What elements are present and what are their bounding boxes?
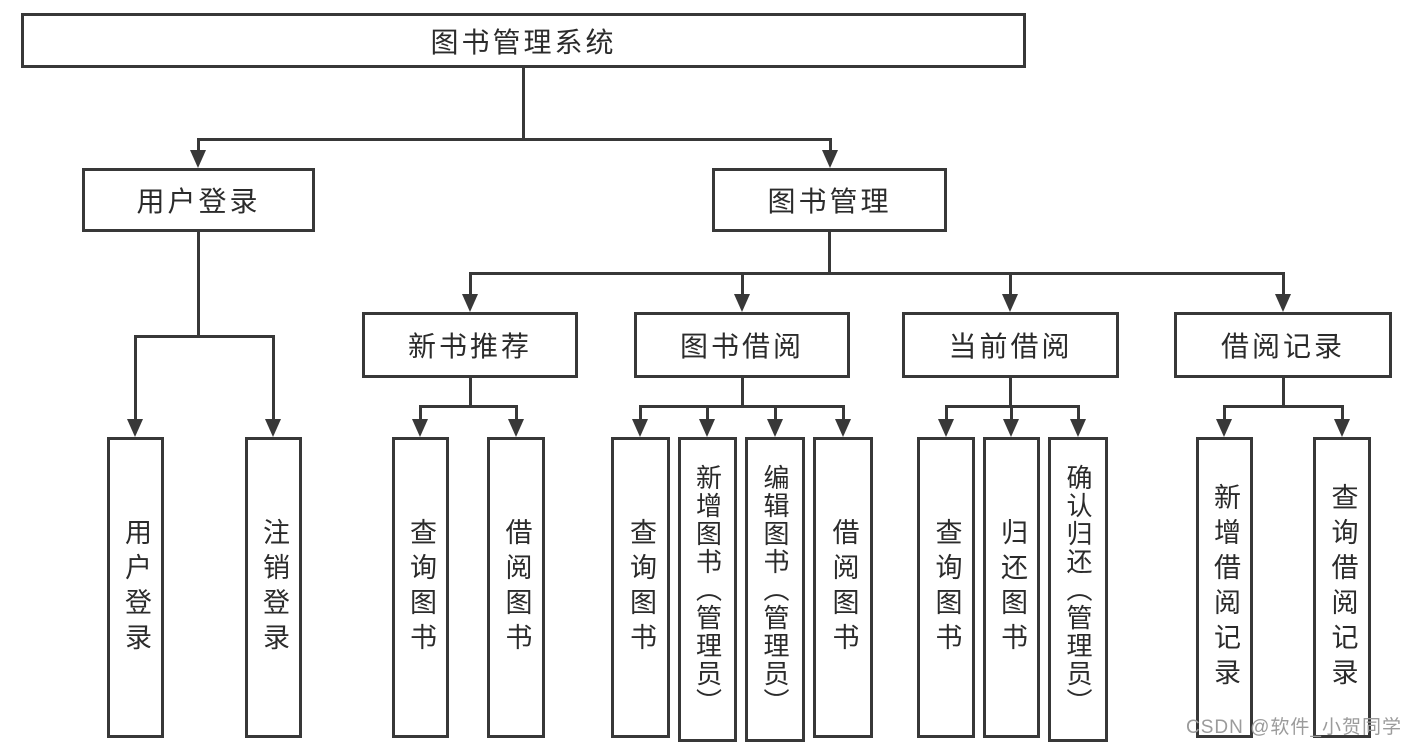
connector-line: [469, 272, 472, 296]
connector-line: [741, 378, 744, 405]
arrow-down-icon: [190, 150, 206, 168]
connector-line: [197, 138, 831, 141]
arrow-down-icon: [632, 419, 648, 437]
arrow-down-icon: [1070, 419, 1086, 437]
node-current-borrowing: 当前借阅: [902, 312, 1119, 378]
leaf-user-login-label: 用户登录: [121, 517, 151, 658]
leaf-logout-label: 注销登录: [259, 517, 289, 658]
leaf-add-borrow-record: 新增借阅记录: [1196, 437, 1253, 738]
node-new-book-recommendation-label: 新书推荐: [407, 331, 532, 362]
connector-line: [515, 405, 518, 420]
leaf-confirm-return-admin: 确认归还（管理员）: [1048, 437, 1108, 742]
connector-line: [419, 405, 422, 420]
arrow-down-icon: [1275, 294, 1291, 312]
leaf-return-books-label: 归还图书: [997, 517, 1027, 658]
leaf-confirm-return-admin-label: 确认归还（管理员）: [1063, 463, 1093, 716]
node-root-system: 图书管理系统: [21, 13, 1026, 68]
connector-line: [1010, 405, 1013, 420]
csdn-watermark: CSDN @软件_小贺同学: [1186, 717, 1402, 738]
arrow-down-icon: [938, 419, 954, 437]
leaf-query-books-current-label: 查询图书: [931, 517, 962, 658]
node-new-book-recommendation: 新书推荐: [362, 312, 578, 378]
leaf-query-books-recommend-label: 查询图书: [406, 517, 436, 658]
connector-line: [1009, 378, 1012, 405]
leaf-query-books-current: 查询图书: [917, 437, 975, 738]
node-borrowing-records-label: 借阅记录: [1220, 331, 1345, 362]
connector-line: [1223, 405, 1226, 420]
leaf-borrow-books-borrowing-label: 借阅图书: [828, 517, 859, 658]
connector-line: [272, 335, 275, 420]
node-book-borrowing: 图书借阅: [634, 312, 850, 378]
node-book-management-label: 图书管理: [767, 186, 892, 217]
leaf-query-books-borrowing: 查询图书: [611, 437, 670, 738]
arrow-down-icon: [265, 419, 281, 437]
leaf-borrow-books-recommend: 借阅图书: [487, 437, 545, 738]
leaf-logout: 注销登录: [245, 437, 302, 738]
connector-line: [1009, 272, 1012, 296]
leaf-edit-books-admin-label: 编辑图书（管理员）: [760, 463, 790, 716]
leaf-return-books: 归还图书: [983, 437, 1040, 738]
arrow-down-icon: [734, 294, 750, 312]
node-user-login-label: 用户登录: [136, 186, 261, 217]
node-book-borrowing-label: 图书借阅: [679, 331, 804, 362]
connector-line: [741, 272, 744, 296]
connector-line: [197, 232, 200, 335]
connector-line: [639, 405, 642, 420]
node-current-borrowing-label: 当前借阅: [948, 331, 1073, 362]
arrow-down-icon: [1334, 419, 1350, 437]
arrow-down-icon: [462, 294, 478, 312]
connector-line: [134, 335, 137, 420]
arrow-down-icon: [508, 419, 524, 437]
connector-line: [774, 405, 777, 420]
connector-line: [945, 405, 948, 420]
leaf-borrow-books-recommend-label: 借阅图书: [501, 517, 532, 658]
node-borrowing-records: 借阅记录: [1174, 312, 1392, 378]
arrow-down-icon: [835, 419, 851, 437]
arrow-down-icon: [767, 419, 783, 437]
arrow-down-icon: [1216, 419, 1232, 437]
node-user-login: 用户登录: [82, 168, 315, 232]
connector-line: [522, 68, 525, 138]
arrow-down-icon: [822, 150, 838, 168]
connector-line: [419, 405, 518, 408]
leaf-add-books-admin-label: 新增图书（管理员）: [692, 463, 723, 716]
node-root-label: 图书管理系统: [430, 26, 617, 58]
arrow-down-icon: [127, 419, 143, 437]
leaf-query-books-recommend: 查询图书: [392, 437, 449, 738]
leaf-add-borrow-record-label: 新增借阅记录: [1210, 482, 1240, 693]
arrow-down-icon: [1002, 294, 1018, 312]
leaf-add-books-admin: 新增图书（管理员）: [678, 437, 737, 742]
connector-line: [1282, 272, 1285, 296]
connector-line: [134, 335, 275, 338]
connector-line: [828, 232, 831, 272]
connector-line: [1223, 405, 1344, 408]
connector-line: [639, 405, 845, 408]
leaf-query-borrow-record: 查询借阅记录: [1313, 437, 1371, 738]
connector-line: [469, 378, 472, 405]
connector-line: [1341, 405, 1344, 420]
leaf-borrow-books-borrowing: 借阅图书: [813, 437, 873, 738]
arrow-down-icon: [699, 419, 715, 437]
connector-line: [706, 405, 709, 420]
leaf-user-login: 用户登录: [107, 437, 164, 738]
node-book-management: 图书管理: [712, 168, 947, 232]
leaf-edit-books-admin: 编辑图书（管理员）: [745, 437, 805, 742]
connector-line: [1282, 378, 1285, 405]
connector-line: [197, 138, 200, 152]
connector-line: [1077, 405, 1080, 420]
connector-line: [469, 272, 1285, 275]
arrow-down-icon: [412, 419, 428, 437]
connector-line: [829, 138, 832, 152]
leaf-query-borrow-record-label: 查询借阅记录: [1327, 482, 1358, 693]
leaf-query-books-borrowing-label: 查询图书: [626, 517, 656, 658]
arrow-down-icon: [1003, 419, 1019, 437]
connector-line: [842, 405, 845, 420]
